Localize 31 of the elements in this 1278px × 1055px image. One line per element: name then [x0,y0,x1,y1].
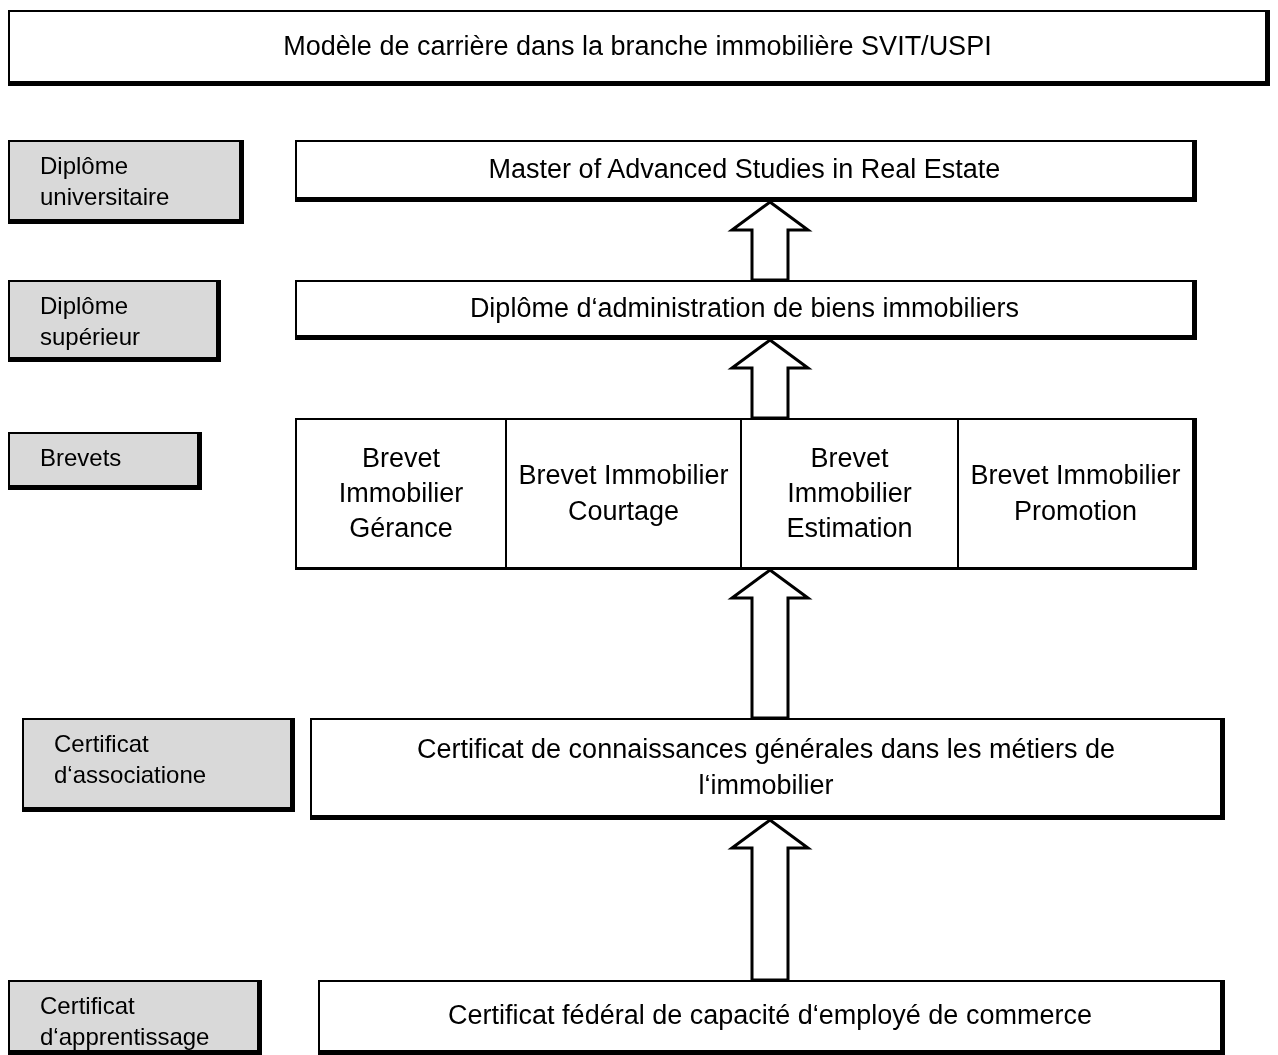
level-label: Diplôme supérieur [39,291,142,353]
program-name: Brevet Immobilier Gérance [337,441,465,546]
program-box [295,280,1197,340]
hollow-up-arrow [727,818,813,982]
diagram-title: Modèle de carrière dans la branche immobilière SVIT/USPI [283,31,992,62]
program-box [295,140,1197,202]
level-label-box [8,980,262,1055]
hollow-up-arrow [727,568,813,720]
level-label-box [8,280,221,362]
hollow-up-arrow [727,200,813,282]
brevet-cell [297,420,507,567]
program-name: Diplôme d‘administration de biens immobiliers [468,291,1021,325]
program-name: Certificat de connaissances générales dans les métiers de l‘immobilier [416,733,1116,802]
program-name: Certificat fédéral de capacité d‘employé de commerce [447,999,1093,1033]
level-label: Brevets [39,443,123,473]
hollow-up-arrow [727,338,813,420]
program-name: Brevet Immobilier Courtage [517,459,730,528]
level-label-box [22,718,295,812]
brevet-cell [507,420,742,567]
brevet-group-box [295,418,1197,570]
brevet-cell [742,420,959,567]
level-label-box [8,432,202,490]
level-label: Certificat d‘associatione [53,729,208,791]
level-label: Diplôme universitaire [39,151,171,213]
program-box [318,980,1225,1055]
program-name: Brevet Immobilier Promotion [969,459,1182,528]
program-name: Brevet Immobilier Estimation [785,441,914,546]
program-box [310,718,1225,820]
level-label-box [8,140,244,224]
program-name: Master of Advanced Studies in Real Estate [487,152,1002,186]
level-label: Certificat d‘apprentissage [39,991,211,1053]
